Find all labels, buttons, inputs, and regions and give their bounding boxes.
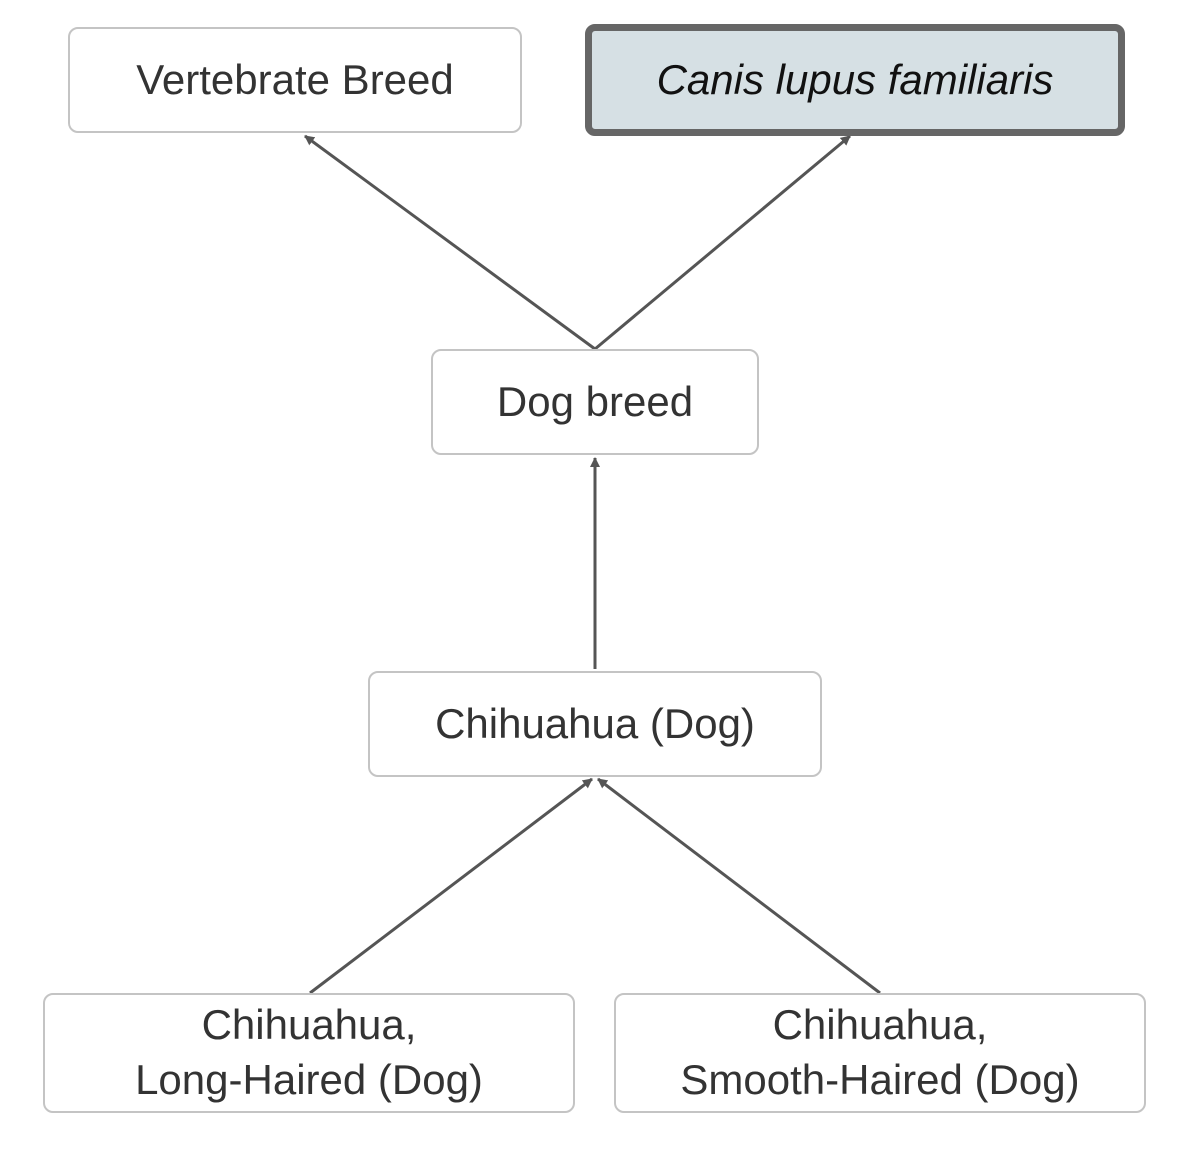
node-label-line1: Chihuahua, bbox=[201, 1001, 417, 1049]
node-canis-lupus-familiaris[interactable]: Canis lupus familiaris bbox=[585, 24, 1125, 136]
node-label: Vertebrate Breed bbox=[136, 55, 454, 103]
edge-dogbreed-canis bbox=[594, 134, 851, 351]
node-label: Chihuahua (Dog) bbox=[435, 699, 755, 747]
node-label-line2: Smooth-Haired (Dog) bbox=[680, 1056, 1080, 1103]
node-vertebrate-breed[interactable]: Vertebrate Breed bbox=[68, 27, 522, 133]
edge-dogbreed-vertebrate bbox=[304, 134, 596, 351]
node-chihuahua-long-haired[interactable]: Chihuahua, Long-Haired (Dog) bbox=[43, 993, 575, 1113]
edge-smoothhaired-chihuahua bbox=[597, 777, 881, 995]
node-dog-breed[interactable]: Dog breed bbox=[431, 349, 759, 455]
node-label-line2: Long-Haired (Dog) bbox=[135, 1056, 483, 1103]
node-label: Dog breed bbox=[496, 377, 694, 425]
edge-longhaired-chihuahua bbox=[309, 777, 593, 995]
node-chihuahua-smooth-haired[interactable]: Chihuahua, Smooth-Haired (Dog) bbox=[614, 993, 1146, 1113]
node-label-line1: Chihuahua, bbox=[772, 1001, 988, 1049]
node-label: Canis lupus familiaris bbox=[656, 55, 1054, 103]
node-chihuahua[interactable]: Chihuahua (Dog) bbox=[368, 671, 822, 777]
